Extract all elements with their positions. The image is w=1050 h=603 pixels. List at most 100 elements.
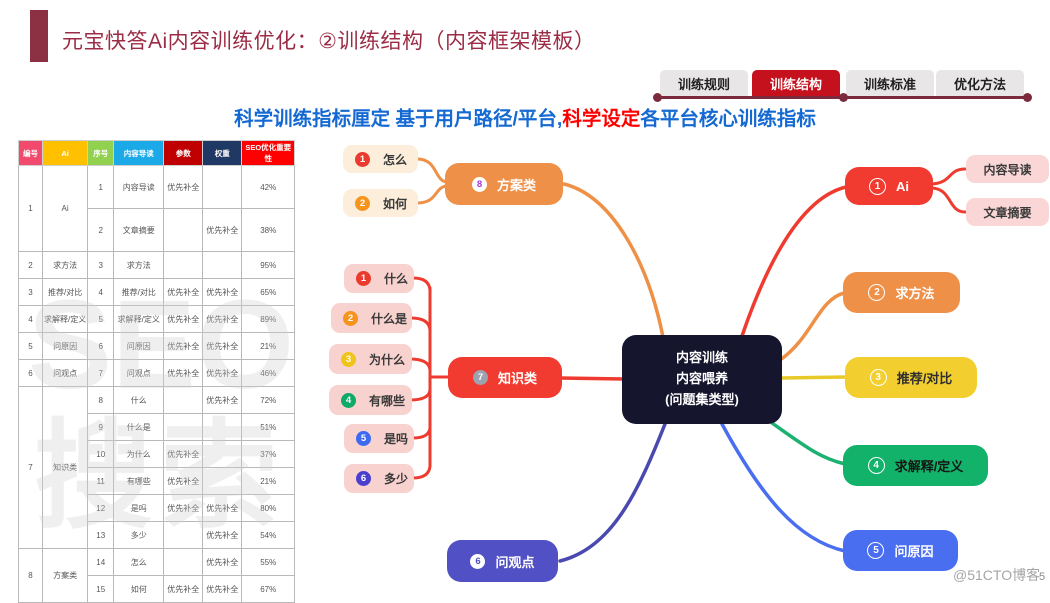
- column-header: 权重: [202, 140, 243, 166]
- table-cell: 问原因: [41, 332, 89, 360]
- table-cell: 3: [18, 278, 43, 306]
- kid-neirongdaodu-label: 内容导读: [983, 162, 1032, 177]
- kid-duoshao: 6 多少: [344, 464, 414, 493]
- node-fanganlei-label: 方案类: [496, 177, 536, 193]
- table-cell: 优先补全: [202, 494, 243, 522]
- table-cell: 7: [87, 359, 115, 387]
- node-wenyuanyin-label: 问原因: [894, 544, 934, 559]
- table-cell: 4: [18, 305, 43, 333]
- table-cell: 1: [18, 165, 43, 252]
- table-cell: [163, 521, 204, 549]
- table-cell: 12: [87, 494, 115, 522]
- table-cell: [163, 548, 204, 576]
- table-cell: 7: [18, 386, 43, 549]
- table-cell: 有哪些: [113, 467, 165, 495]
- table-cell: 72%: [241, 386, 296, 414]
- kid-wenzhangzhaiyao-label: 文章摘要: [983, 205, 1032, 220]
- table-cell: 求方法: [41, 251, 89, 279]
- table-cell: 方案类: [41, 548, 89, 603]
- badge-1-icon: 1: [355, 151, 370, 167]
- node-wenguandian: 6 问观点: [447, 540, 558, 582]
- node-ai-label: Ai: [896, 178, 909, 194]
- table-cell: 37%: [241, 440, 296, 468]
- badge-3-icon: 3: [341, 351, 356, 367]
- badge-5-icon: 5: [356, 431, 371, 446]
- table-cell: 如何: [113, 575, 165, 603]
- table-cell: 10: [87, 440, 115, 468]
- kid-shenme-label: 什么: [384, 272, 409, 286]
- node-ai: 1 Ai: [845, 167, 933, 205]
- kid-duoshao-label: 多少: [384, 472, 409, 486]
- node-qiufangfa: 2 求方法: [843, 272, 960, 313]
- mindmap-center-node: 内容训练 内容喂养 (问题集类型): [622, 335, 782, 424]
- table-cell: [202, 413, 243, 441]
- column-header: 内容导读: [113, 140, 165, 166]
- table-cell: 67%: [241, 575, 296, 603]
- tab-underline-dot: [1023, 93, 1032, 102]
- kid-zenme: 1 怎么: [343, 145, 418, 173]
- table-cell: 5: [87, 305, 115, 333]
- subtitle: 科学训练指标厘定 基于用户路径/平台,科学设定各平台核心训练指标: [100, 102, 950, 131]
- center-line-1: 内容训练: [675, 350, 728, 366]
- table-cell: 问观点: [113, 359, 165, 387]
- table-cell: 优先补全: [163, 332, 204, 360]
- table-cell: 求解释/定义: [113, 305, 165, 333]
- table-cell: 2: [18, 251, 43, 279]
- table-cell: [202, 467, 243, 495]
- table-cell: 80%: [241, 494, 296, 522]
- table-cell: 54%: [241, 521, 296, 549]
- node-zhishilei-label: 知识类: [497, 371, 537, 386]
- badge-5-ring-icon: 5: [867, 542, 885, 559]
- node-wenguandian-label: 问观点: [495, 554, 535, 570]
- table-cell: [202, 251, 243, 279]
- table-cell: 优先补全: [163, 305, 204, 333]
- table-cell: 8: [18, 548, 43, 603]
- table-cell: 文章摘要: [113, 208, 165, 252]
- kid-shima: 5 是吗: [344, 424, 414, 453]
- center-line-3: (问题集类型): [665, 391, 739, 407]
- badge-8-icon: 8: [471, 176, 487, 192]
- table-cell: [202, 165, 243, 209]
- tab-underline-dot: [653, 93, 662, 102]
- subtitle-blue-2: 各平台核心训练指标: [640, 108, 816, 130]
- node-tuijianduibi: 3 推荐/对比: [845, 357, 977, 398]
- tab-optimization-method[interactable]: 优化方法: [936, 70, 1024, 96]
- table-cell: 21%: [241, 332, 296, 360]
- table-cell: 优先补全: [202, 575, 243, 603]
- table-cell: 13: [87, 521, 115, 549]
- table-cell: 优先补全: [202, 332, 243, 360]
- title-accent-bar: [30, 10, 48, 62]
- kid-shima-label: 是吗: [384, 432, 409, 446]
- table-cell: 求解释/定义: [41, 305, 89, 333]
- tab-training-standard[interactable]: 训练标准: [846, 70, 934, 96]
- table-cell: 9: [87, 413, 115, 441]
- table-cell: 推荐/对比: [41, 278, 89, 306]
- node-fanganlei: 8 方案类: [445, 163, 563, 205]
- page-title: 元宝快答Ai内容训练优化：②训练结构（内容框架模板）: [62, 30, 596, 53]
- subtitle-blue-1: 科学训练指标厘定 基于用户路径/平台,: [234, 108, 563, 130]
- table-cell: 3: [87, 251, 115, 279]
- table-cell: 优先补全: [202, 208, 243, 252]
- table-cell: 问原因: [113, 332, 165, 360]
- tab-training-structure[interactable]: 训练结构: [752, 70, 840, 96]
- node-wenyuanyin: 5 问原因: [843, 530, 958, 571]
- tab-underline-dot: [839, 93, 848, 102]
- kid-weishenme: 3 为什么: [329, 344, 412, 374]
- tab-training-rules[interactable]: 训练规则: [660, 70, 748, 96]
- badge-2-icon: 2: [343, 310, 358, 326]
- badge-7-icon: 7: [472, 370, 488, 385]
- kid-neirongdaodu: 内容导读: [966, 155, 1049, 183]
- node-tuijianduibi-label: 推荐/对比: [896, 371, 953, 386]
- center-line-2: 内容喂养: [675, 371, 728, 387]
- table-cell: 优先补全: [202, 548, 243, 576]
- table-cell: 优先补全: [202, 386, 243, 414]
